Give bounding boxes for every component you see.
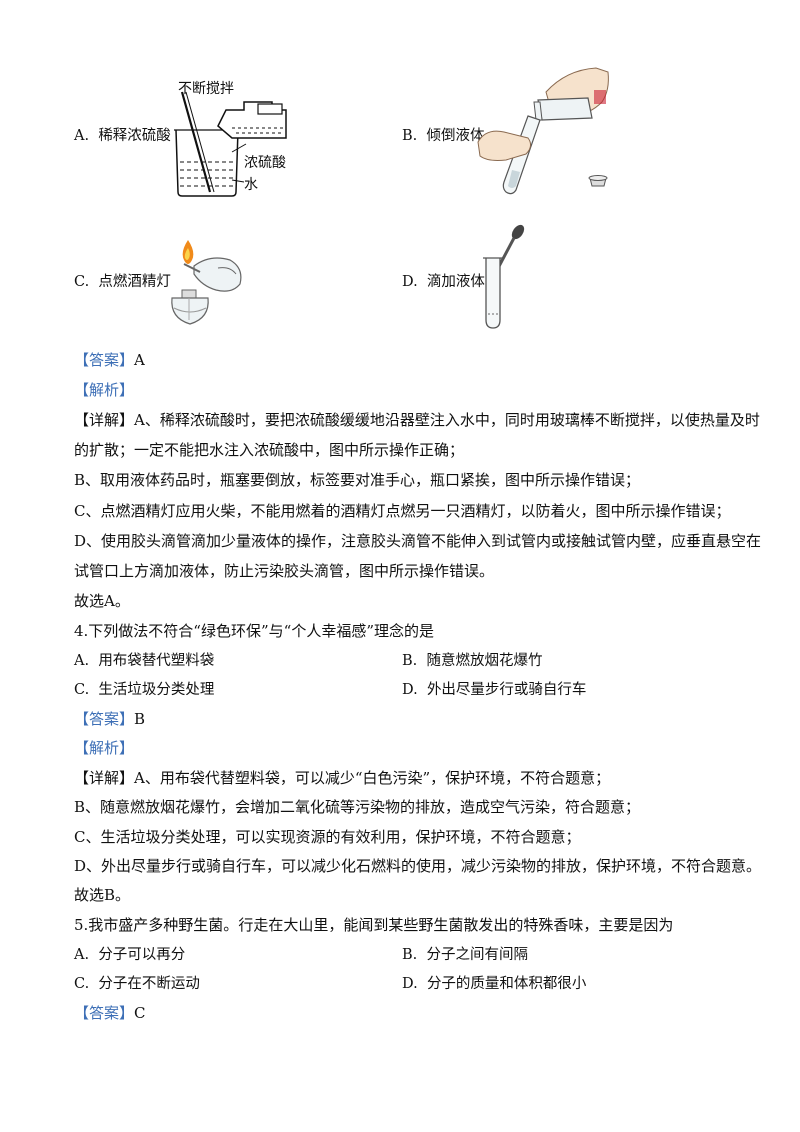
option-text: 点燃酒精灯 (98, 274, 171, 290)
option-text: 滴加液体 (426, 274, 485, 290)
answer-tag: 【答案】 (74, 1004, 135, 1022)
option-a-figure: A. 稀释浓硫酸 (74, 126, 171, 146)
q4-option-c: C. 生活垃圾分类处理 (74, 680, 214, 700)
option-text: 外出尽量步行或骑自行车 (426, 682, 587, 698)
answer-value: B (134, 710, 146, 728)
q3-detail-line: D、使用胶头滴管滴加少量液体的操作，注意胶头滴管不能伸入到试管内或接触试管内壁，… (74, 532, 762, 550)
answer-value: A (134, 351, 145, 369)
q5-option-a: A. 分子可以再分 (74, 945, 185, 965)
q5-answer: 【答案】C (74, 1003, 146, 1023)
option-text: 随意燃放烟花爆竹 (426, 653, 543, 669)
q3-analysis-tag: 【解析】 (74, 381, 135, 399)
light-lamp-figure (160, 238, 250, 330)
option-text: 生活垃圾分类处理 (98, 682, 215, 698)
option-text: 倾倒液体 (426, 128, 485, 144)
option-c-figure: C. 点燃酒精灯 (74, 272, 171, 292)
option-letter: A. (74, 653, 90, 669)
option-text: 分子的质量和体积都很小 (426, 976, 587, 992)
q4-option-a: A. 用布袋替代塑料袋 (74, 651, 214, 671)
q4-analysis-tag: 【解析】 (74, 739, 135, 757)
stir-label: 不断搅拌 (178, 81, 234, 97)
q3-detail-line: 的扩散；一定不能把水注入浓硫酸中，图中所示操作正确； (74, 441, 465, 459)
q3-detail-line: B、取用液体药品时，瓶塞要倒放，标签要对准手心，瓶口紧挨，图中所示操作错误； (74, 471, 641, 489)
water-label: 水 (244, 177, 258, 193)
answer-value: C (134, 1004, 146, 1022)
q4-detail-line: 【详解】A、用布袋代替塑料袋，可以减少“白色污染”，保护环境，不符合题意； (74, 769, 611, 787)
option-letter: B. (402, 947, 418, 963)
option-letter: D. (402, 976, 418, 992)
option-letter: B. (402, 128, 418, 144)
answer-tag: 【答案】 (74, 710, 135, 728)
q4-detail-line: C、生活垃圾分类处理，可以实现资源的有效利用，保护环境，不符合题意； (74, 828, 581, 846)
q5-option-d: D. 分子的质量和体积都很小 (402, 974, 586, 994)
q3-detail-line: 试管口上方滴加液体，防止污染胶头滴管，图中所示操作错误。 (74, 562, 495, 580)
pour-liquid-figure (476, 62, 626, 198)
acid-label: 浓硫酸 (244, 155, 286, 171)
option-letter: C. (74, 274, 90, 290)
dilute-acid-figure: 不断搅拌 浓硫酸 水 (166, 80, 306, 198)
q4-option-b: B. 随意燃放烟花爆竹 (402, 651, 542, 671)
option-b-figure: B. 倾倒液体 (402, 126, 484, 146)
option-text: 分子之间有间隔 (426, 947, 528, 963)
answer-tag: 【答案】 (74, 351, 135, 369)
option-letter: D. (402, 682, 418, 698)
q4-detail-line: D、外出尽量步行或骑自行车，可以减少化石燃料的使用，减少污染物的排放，保护环境，… (74, 857, 762, 875)
drip-liquid-figure (476, 222, 536, 332)
q3-conclusion: 故选A。 (74, 592, 130, 610)
option-letter: A. (74, 947, 90, 963)
q5-stem: 5.我市盛产多种野生菌。行走在大山里，能闻到某些野生菌散发出的特殊香味，主要是因… (74, 916, 674, 934)
q4-stem: 4.下列做法不符合“绿色环保”与“个人幸福感”理念的是 (74, 622, 434, 640)
option-d-figure: D. 滴加液体 (402, 272, 485, 292)
q5-option-c: C. 分子在不断运动 (74, 974, 200, 994)
option-letter: B. (402, 653, 418, 669)
q4-detail-line: B、随意燃放烟花爆竹，会增加二氧化硫等污染物的排放，造成空气污染，符合题意； (74, 798, 641, 816)
option-letter: C. (74, 976, 90, 992)
q4-answer: 【答案】B (74, 709, 145, 729)
q3-detail-line: C、点燃酒精灯应用火柴，不能用燃着的酒精灯点燃另一只酒精灯，以防着火，图中所示操… (74, 502, 731, 520)
option-text: 用布袋替代塑料袋 (98, 653, 215, 669)
q5-option-b: B. 分子之间有间隔 (402, 945, 528, 965)
option-letter: D. (402, 274, 418, 290)
option-letter: A. (74, 128, 90, 144)
option-letter: C. (74, 682, 90, 698)
q3-detail-line: 【详解】A、稀释浓硫酸时，要把浓硫酸缓缓地沿器壁注入水中，同时用玻璃棒不断搅拌，… (74, 411, 760, 429)
option-text: 分子可以再分 (98, 947, 186, 963)
q4-conclusion: 故选B。 (74, 886, 131, 904)
q3-answer: 【答案】A (74, 350, 145, 370)
option-text: 分子在不断运动 (98, 976, 200, 992)
q4-option-d: D. 外出尽量步行或骑自行车 (402, 680, 586, 700)
option-text: 稀释浓硫酸 (98, 128, 171, 144)
